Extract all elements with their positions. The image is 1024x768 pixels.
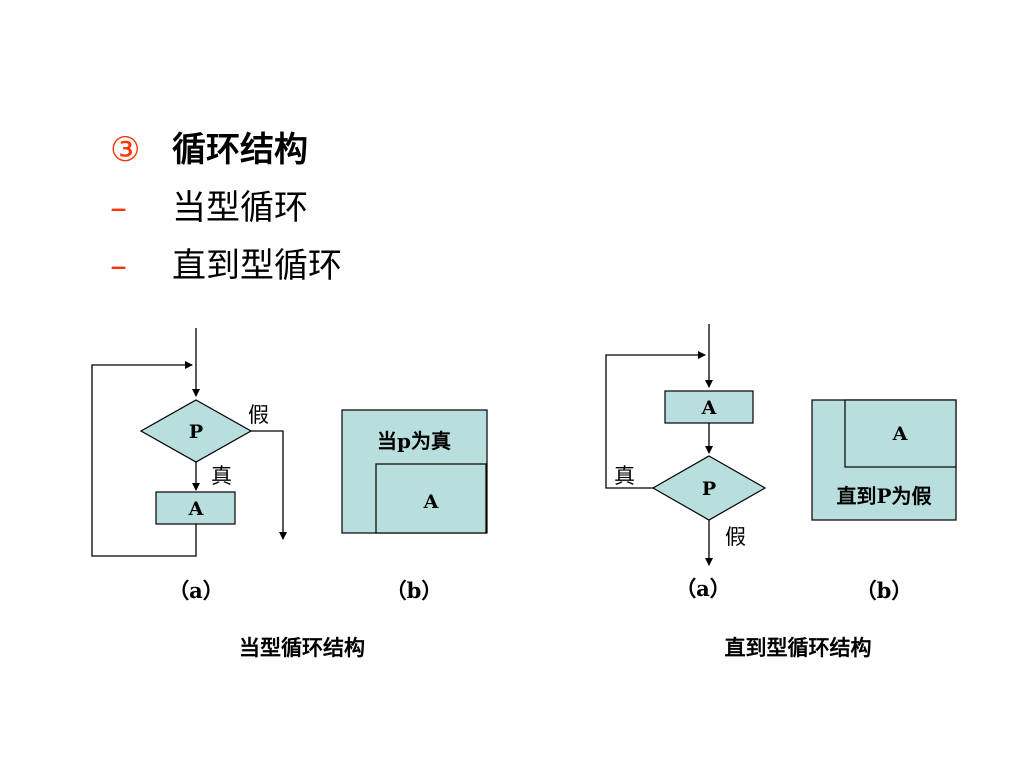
action-label: A bbox=[701, 397, 717, 419]
heading-title: 循环结构 bbox=[172, 130, 308, 170]
while-flowchart: P 真 A 假 （a） bbox=[91, 328, 287, 603]
false-exit-line bbox=[251, 430, 287, 540]
circled-number: ③ bbox=[110, 130, 141, 170]
caption-b: （b） bbox=[386, 578, 443, 603]
false-label: 假 bbox=[725, 525, 746, 549]
caption-a: （a） bbox=[168, 578, 224, 603]
dash-bullet: – bbox=[110, 188, 127, 228]
nsd-action-label: A bbox=[423, 491, 439, 513]
true-label: 真 bbox=[614, 464, 635, 488]
nsd-action-label: A bbox=[892, 423, 908, 445]
caption-a: （a） bbox=[675, 576, 731, 601]
action-label: A bbox=[188, 498, 204, 520]
dash-bullet: – bbox=[110, 246, 127, 286]
list-item-until: – 直到型循环 bbox=[110, 246, 342, 286]
nsd-condition-label: 当p为真 bbox=[377, 429, 451, 453]
condition-label: P bbox=[189, 421, 203, 443]
list-item-label: 直到型循环 bbox=[172, 246, 342, 286]
list-item-while: – 当型循环 bbox=[110, 188, 308, 228]
while-nsd: 当p为真 A （b） bbox=[341, 409, 488, 603]
nsd-body-box bbox=[375, 463, 487, 534]
until-loop-title: 直到型循环结构 bbox=[725, 635, 872, 660]
while-loop-title: 当型循环结构 bbox=[239, 635, 365, 660]
until-nsd: A 直到P为假 （b） bbox=[811, 399, 957, 603]
loop-back-line bbox=[91, 361, 197, 557]
heading-row: ③ 循环结构 bbox=[110, 130, 308, 170]
loop-back-line bbox=[605, 351, 706, 489]
action-box bbox=[664, 390, 754, 424]
list-item-label: 当型循环 bbox=[172, 188, 308, 228]
nsd-condition-label: 直到P为假 bbox=[836, 484, 932, 508]
nsd-body-box bbox=[844, 399, 957, 468]
until-flowchart: A P 真 假 （a） bbox=[605, 324, 767, 601]
condition-label: P bbox=[702, 478, 716, 500]
false-label: 假 bbox=[248, 403, 269, 427]
true-label: 真 bbox=[211, 464, 232, 488]
caption-b: （b） bbox=[856, 578, 913, 603]
